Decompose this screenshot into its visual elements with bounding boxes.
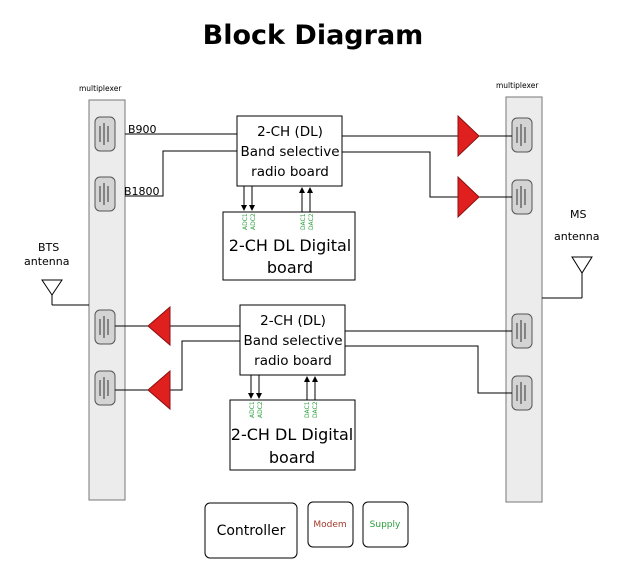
modem-box bbox=[307, 501, 354, 548]
amplifier-icon bbox=[147, 305, 171, 347]
adc2-label: ADC2 bbox=[250, 213, 257, 230]
filter-icon bbox=[94, 176, 116, 212]
bts-antenna-icon bbox=[41, 279, 89, 306]
left-multiplexer bbox=[88, 99, 126, 501]
ms-antenna-label: MS bbox=[570, 208, 586, 221]
filter-icon bbox=[511, 117, 533, 153]
filter-icon bbox=[511, 375, 533, 411]
bts-antenna-label: BTS bbox=[38, 241, 59, 254]
filter-icon bbox=[94, 309, 116, 345]
right-multiplexer bbox=[505, 96, 543, 503]
wire-bottom-out-2 bbox=[170, 340, 240, 391]
radio-board-top-line2: Band selective bbox=[240, 144, 339, 160]
bts-antenna-label: antenna bbox=[24, 255, 69, 268]
radio-board-bottom-line2: Band selective bbox=[243, 333, 342, 349]
adc1-label: ADC1 bbox=[249, 401, 256, 418]
digital-board-top-line1: 2-CH DL Digital bbox=[229, 236, 351, 255]
amplifier-icon bbox=[457, 114, 480, 158]
ms-antenna-label: antenna bbox=[554, 230, 599, 243]
digital-board-bottom-line1: 2-CH DL Digital bbox=[231, 425, 353, 444]
filter-icon bbox=[511, 179, 533, 215]
wire-bottom-in-2 bbox=[345, 345, 512, 394]
amplifier-icon bbox=[147, 369, 171, 411]
wire-b1800 bbox=[125, 150, 237, 197]
digital-board-top-line2: board bbox=[267, 258, 313, 277]
radio-board-bottom-line1: 2-CH (DL) bbox=[260, 313, 326, 329]
dac1-label: DAC1 bbox=[304, 401, 311, 418]
modem-label: Modem bbox=[313, 520, 346, 530]
filter-icon bbox=[511, 313, 533, 349]
supply-label: Supply bbox=[370, 520, 401, 530]
dac1-label: DAC1 bbox=[300, 213, 307, 230]
adc2-label: ADC2 bbox=[257, 401, 264, 418]
adc1-label: ADC1 bbox=[242, 213, 249, 230]
band-label-b900: B900 bbox=[128, 123, 157, 136]
digital-board-top bbox=[222, 211, 356, 281]
diagram-title: Block Diagram bbox=[203, 20, 424, 51]
dac2-label: DAC2 bbox=[312, 401, 319, 418]
ms-antenna-icon bbox=[542, 256, 593, 299]
left-multiplexer-label: multiplexer bbox=[79, 84, 122, 93]
filter-icon bbox=[94, 370, 116, 406]
digital-board-bottom bbox=[229, 399, 356, 471]
right-multiplexer-label: multiplexer bbox=[496, 81, 539, 90]
radio-board-top-line1: 2-CH (DL) bbox=[257, 124, 323, 140]
controller-box bbox=[204, 502, 298, 559]
digital-board-bottom-line2: board bbox=[269, 448, 315, 467]
supply-box bbox=[362, 501, 409, 548]
radio-board-top bbox=[236, 115, 343, 187]
radio-board-bottom bbox=[239, 304, 346, 376]
amplifier-icon bbox=[457, 175, 480, 219]
filter-icon bbox=[94, 116, 116, 152]
controller-label: Controller bbox=[217, 523, 286, 539]
band-label-b1800: B1800 bbox=[124, 185, 160, 198]
wire-top-out-2 bbox=[342, 151, 458, 198]
radio-board-top-line3: radio board bbox=[251, 164, 329, 180]
dac2-label: DAC2 bbox=[308, 213, 315, 230]
radio-board-bottom-line3: radio board bbox=[254, 353, 332, 369]
